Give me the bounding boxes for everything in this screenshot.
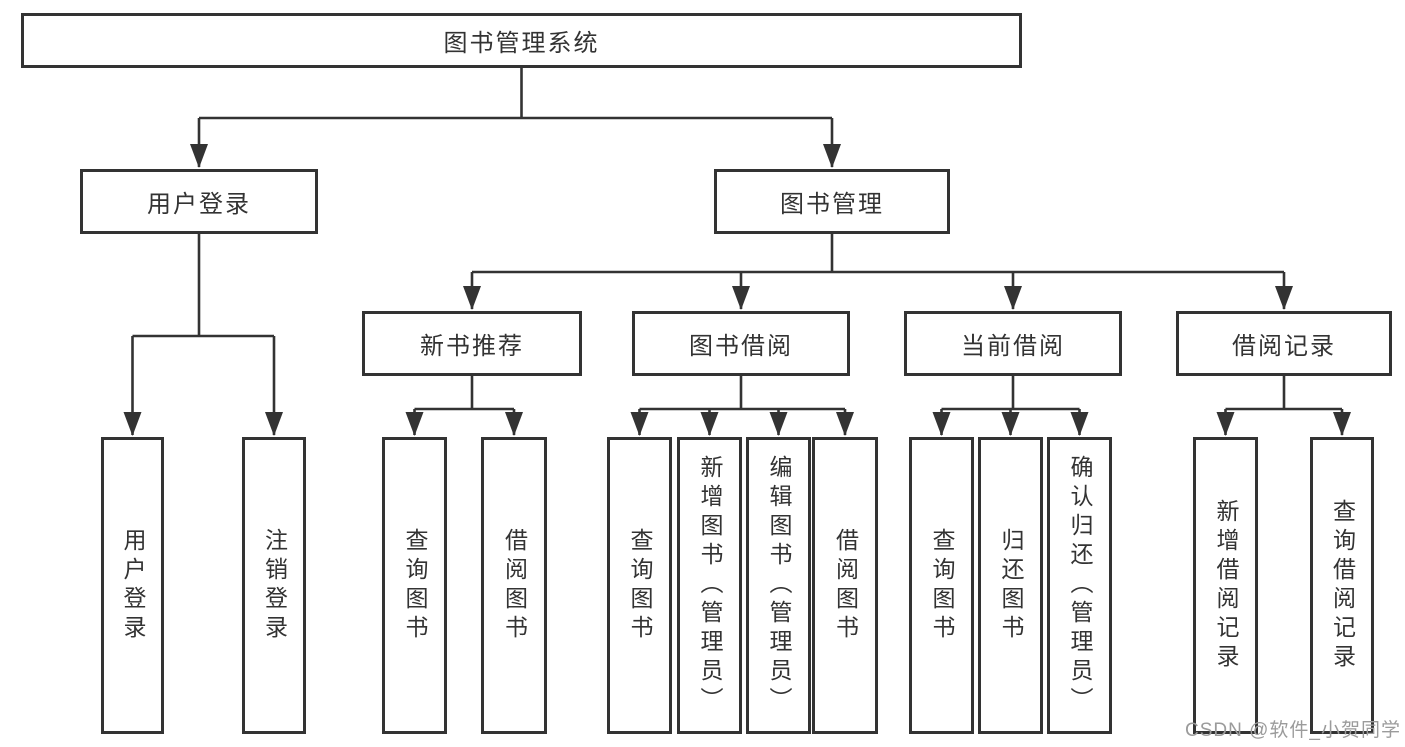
leaf-borrow-book-recommend: 借阅图书 [481,437,547,734]
leaf-label: 用户登录 [120,527,146,644]
node-book-borrow: 图书借阅 [632,311,850,376]
node-new-book-recommend: 新书推荐 [362,311,582,376]
node-label: 当前借阅 [961,333,1065,360]
leaf-label: 编辑图书（管理员） [766,455,792,716]
node-label: 图书借阅 [689,333,793,360]
csdn-watermark: CSDN @软件_小贺同学 [1185,720,1401,741]
node-label: 借阅记录 [1232,333,1336,360]
node-label: 新书推荐 [420,333,524,360]
node-user-login: 用户登录 [80,169,318,234]
leaf-logout: 注销登录 [242,437,306,734]
leaf-search-book-borrow: 查询图书 [607,437,672,734]
leaf-label: 新增图书（管理员） [697,455,723,716]
leaf-user-login: 用户登录 [101,437,164,734]
edges-user-login-to-leaves [123,234,283,436]
leaf-label: 注销登录 [261,527,288,644]
leaf-label: 查询图书 [627,527,653,644]
leaf-label: 归还图书 [998,527,1024,644]
leaf-label: 借阅图书 [501,527,528,644]
node-borrow-records: 借阅记录 [1176,311,1392,376]
node-library-management-system: 图书管理系统 [21,13,1022,68]
leaf-search-book-recommend: 查询图书 [382,437,447,734]
edges-root-to-level2 [190,68,841,168]
leaf-search-book-current: 查询图书 [909,437,974,734]
leaf-borrow-book: 借阅图书 [812,437,878,734]
node-book-management: 图书管理 [714,169,950,234]
leaf-confirm-return-admin: 确认归还（管理员） [1047,437,1112,734]
leaf-label: 查询借阅记录 [1329,498,1356,673]
leaf-add-borrow-record: 新增借阅记录 [1193,437,1258,734]
leaf-label: 新增借阅记录 [1213,498,1239,673]
leaf-label: 查询图书 [402,527,428,644]
leaf-edit-book-admin: 编辑图书（管理员） [746,437,811,734]
leaf-return-book: 归还图书 [978,437,1043,734]
node-label: 用户登录 [147,191,251,218]
node-label: 图书管理系统 [443,30,600,57]
node-current-borrow: 当前借阅 [904,311,1122,376]
edges-borrow-records-to-leaves [1216,376,1351,436]
edges-book-management-to-level3 [463,234,1293,310]
leaf-label: 确认归还（管理员） [1067,455,1093,716]
node-label: 图书管理 [780,191,884,218]
leaf-add-book-admin: 新增图书（管理员） [677,437,742,734]
leaf-label: 查询图书 [929,527,955,644]
edges-new-book-recommend-to-leaves [405,376,523,436]
edges-book-borrow-to-leaves [630,376,854,436]
leaf-label: 借阅图书 [832,527,859,644]
edges-current-borrow-to-leaves [932,376,1089,436]
leaf-search-borrow-record: 查询借阅记录 [1310,437,1374,734]
